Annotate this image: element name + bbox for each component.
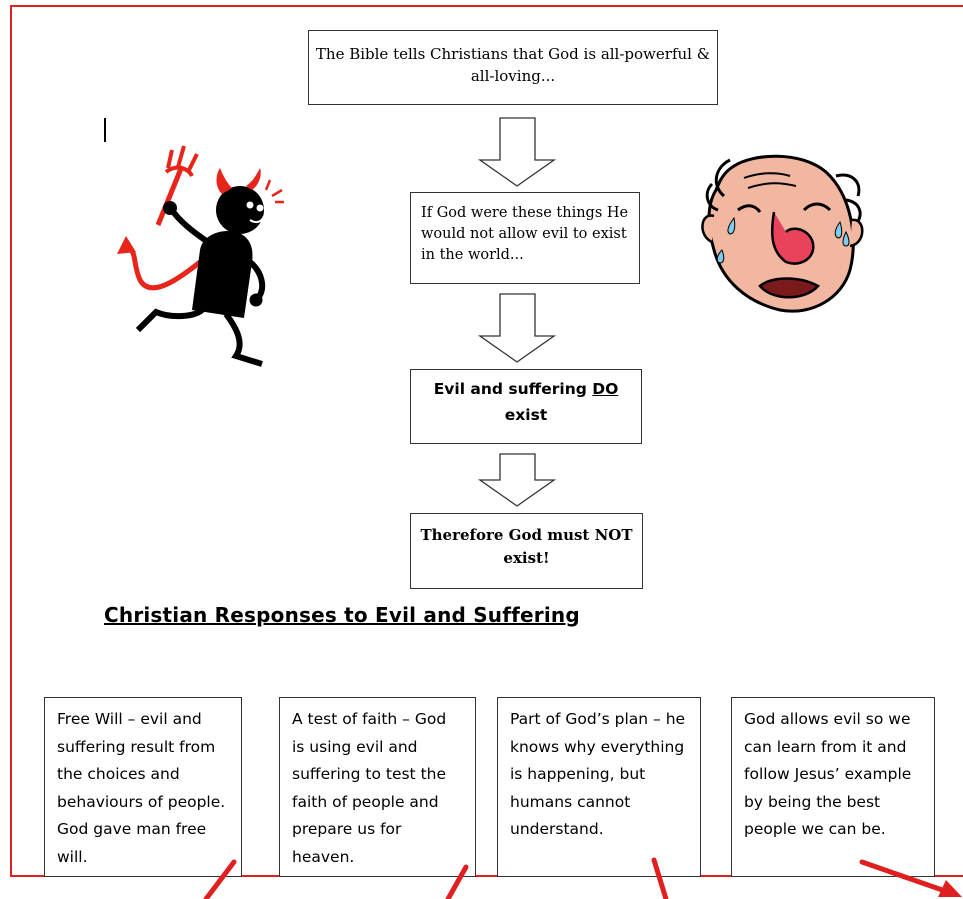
response-test-of-faith-text: A test of faith – God is using evil and …	[292, 710, 447, 866]
down-arrow-icon	[477, 293, 557, 363]
response-test-of-faith: A test of faith – God is using evil and …	[279, 697, 476, 877]
response-free-will-text: Free Will – evil and suffering result fr…	[57, 710, 226, 866]
red-pointer-lines	[203, 857, 962, 899]
devil-icon	[117, 145, 284, 367]
flow-step-2-text: If God were these things He would not al…	[421, 205, 629, 263]
flow-step-3: Evil and suffering DO exist	[410, 369, 642, 444]
flow-step-3-text-b: exist	[504, 406, 548, 424]
response-free-will: Free Will – evil and suffering result fr…	[44, 697, 242, 877]
responses-heading: Christian Responses to Evil and Sufferin…	[104, 603, 580, 627]
response-learn-from-evil-text: God allows evil so we can learn from it …	[744, 710, 912, 838]
down-arrow-icon	[477, 117, 557, 187]
down-arrow-icon	[477, 453, 557, 507]
crying-face-icon	[701, 154, 864, 313]
flow-step-3-emphasis: DO	[592, 380, 619, 398]
response-gods-plan: Part of God’s plan – he knows why everyt…	[497, 697, 701, 877]
flow-step-3-text-a: Evil and suffering	[433, 380, 593, 398]
response-learn-from-evil: God allows evil so we can learn from it …	[731, 697, 935, 877]
flow-step-4: Therefore God must NOT exist!	[410, 513, 643, 589]
response-gods-plan-text: Part of God’s plan – he knows why everyt…	[510, 710, 686, 838]
red-border-frame	[10, 5, 963, 877]
flow-step-2: If God were these things He would not al…	[410, 192, 640, 284]
flow-step-4-text: Therefore God must NOT exist!	[420, 526, 633, 567]
text-cursor	[104, 118, 106, 142]
flow-step-1: The Bible tells Christians that God is a…	[308, 30, 718, 105]
flow-step-1-text: The Bible tells Christians that God is a…	[315, 45, 711, 85]
